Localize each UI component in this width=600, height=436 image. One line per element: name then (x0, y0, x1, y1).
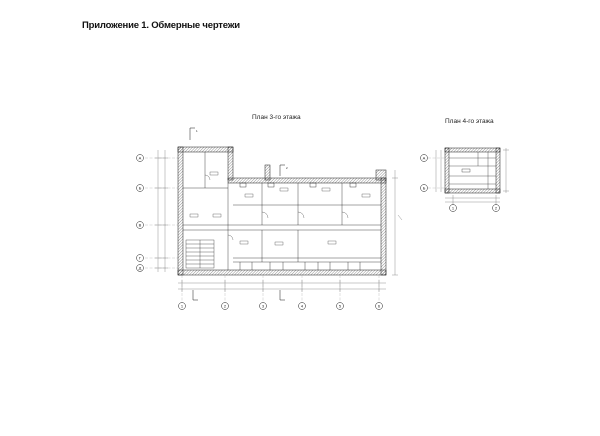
document-title: Приложение 1. Обмерные чертежи (82, 20, 240, 31)
plan4-bottom-dimension (445, 195, 500, 205)
axis-label-row-v: В (139, 223, 142, 228)
interior-walls (183, 152, 381, 270)
axis-bubble-col (449, 204, 457, 212)
plan4-axis-label-row-a: А (423, 156, 426, 161)
axis-label-row-b: Б (139, 186, 142, 191)
section-mark-top (189, 127, 285, 176)
axis-label-row-d: Д (139, 266, 142, 271)
row-axis-lines (145, 157, 178, 269)
column-axis-lines (181, 275, 380, 302)
plan-3rd-floor (145, 127, 403, 302)
plan4-row-axis-lines (428, 157, 445, 189)
left-dimension-chain (155, 150, 168, 272)
axis-bubble-col (336, 302, 344, 310)
axis-bubble-row (136, 221, 144, 229)
staircase (185, 239, 215, 269)
plan3-column-axis-markers: 1 2 3 4 5 6 (178, 302, 383, 310)
top-window-bays (239, 182, 357, 188)
axis-bubble-col (492, 204, 500, 212)
axis-bubble-row (420, 184, 428, 192)
axis-label-col-1: 1 (181, 304, 184, 309)
axis-bubble-row (136, 264, 144, 272)
axis-bubble-col (298, 302, 306, 310)
axis-bubble-col (375, 302, 383, 310)
axis-label-col-5: 5 (339, 304, 342, 309)
bottom-dimension-chain (178, 280, 386, 292)
axis-bubble-row (420, 154, 428, 162)
exterior-walls (177, 146, 387, 276)
bottom-window-bays (239, 262, 361, 270)
axis-bubble-row (136, 154, 144, 162)
axis-bubble-col (178, 302, 186, 310)
plan4-left-dimension (435, 150, 442, 192)
section-mark-bottom (192, 290, 285, 301)
axis-bubble-row (136, 184, 144, 192)
plan4-row-axis-markers: А Б (420, 154, 428, 192)
plan4-right-dimension (503, 148, 509, 193)
room-tags (189, 171, 371, 246)
plan4-axis-label-col-1: 1 (452, 206, 455, 211)
plan4-walls (444, 147, 501, 194)
axis-label-col-6: 6 (378, 304, 381, 309)
doors (204, 174, 349, 241)
plan-3rd-floor-title: План 3-го этажа (252, 114, 301, 121)
axis-bubble-col (259, 302, 267, 310)
plan-4th-floor (428, 147, 509, 205)
section-mark-label-1: 1 (196, 129, 198, 133)
plan3-row-axis-markers: А Б В Г Д (136, 154, 144, 272)
plan4-interior (449, 152, 496, 189)
axis-label-col-3: 3 (262, 304, 265, 309)
right-dimension-chain (392, 170, 403, 276)
plan4-column-axis-markers: 1 2 (449, 204, 500, 212)
axis-label-row-g: Г (139, 256, 142, 261)
axis-label-col-2: 2 (224, 304, 227, 309)
axis-bubble-row (136, 254, 144, 262)
axis-bubble-col (221, 302, 229, 310)
plan4-axis-label-col-2: 2 (495, 206, 498, 211)
axis-label-col-4: 4 (301, 304, 304, 309)
section-mark-label-2: 2 (286, 166, 288, 170)
plan-4th-floor-title: План 4-го этажа (445, 118, 494, 125)
plan4-axis-label-row-b: Б (423, 186, 426, 191)
axis-label-row-a: А (139, 156, 142, 161)
